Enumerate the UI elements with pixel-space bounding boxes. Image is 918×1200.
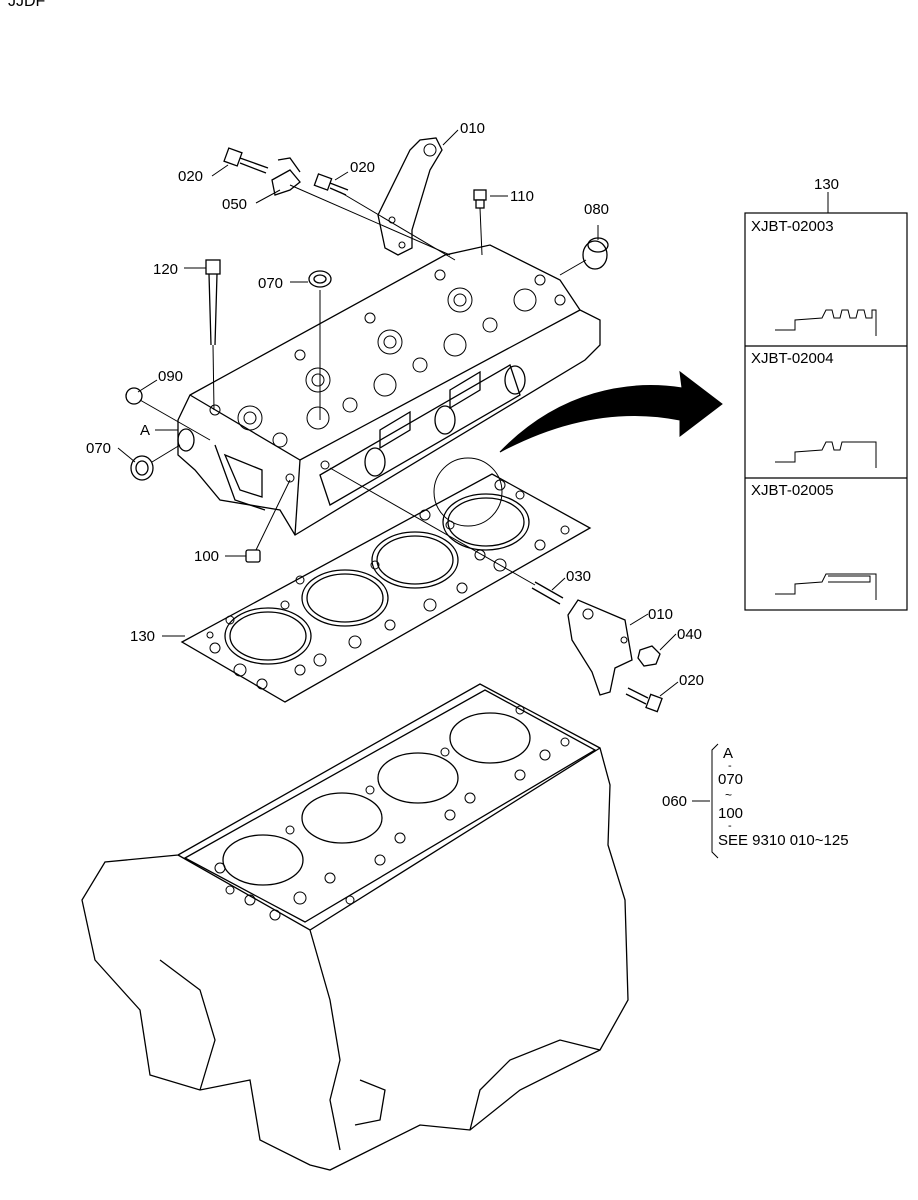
bolt-020-b — [313, 173, 349, 196]
label-110: 110 — [510, 188, 534, 205]
label-020-a: 020 — [178, 168, 203, 185]
label-090: 090 — [158, 368, 183, 385]
label-030: 030 — [566, 568, 591, 585]
block-water-holes — [214, 705, 570, 921]
label-A: A — [140, 422, 150, 439]
variant-code-2: XJBT-02004 — [751, 350, 834, 367]
gasket-holes — [206, 479, 570, 690]
label-130-left: 130 — [130, 628, 155, 645]
seal-070-top — [308, 270, 332, 288]
gasket-variant-table: XJBT-02003 XJBT-02004 XJBT-02005 — [744, 212, 908, 611]
nut-040 — [637, 645, 661, 667]
label-020-right: 020 — [679, 672, 704, 689]
bolt-120 — [205, 259, 221, 346]
cap-080 — [582, 237, 609, 270]
label-020-b: 020 — [350, 159, 375, 176]
engine-block — [81, 683, 629, 1171]
bolt-020-right — [625, 687, 663, 713]
variant-code-1: XJBT-02003 — [751, 218, 834, 235]
clip-050 — [271, 157, 301, 196]
header-code: JJDF — [8, 0, 46, 10]
label-040: 040 — [677, 626, 702, 643]
cylinder-head — [177, 244, 601, 536]
label-130-top: 130 — [814, 176, 839, 193]
note-line-100: 100 — [718, 805, 743, 822]
variant-profile-3 — [775, 573, 877, 600]
note-line-see: SEE 9310 010~125 — [718, 832, 849, 849]
plug-100 — [245, 549, 261, 563]
variant-profile-1 — [775, 309, 877, 336]
label-050: 050 — [222, 196, 247, 213]
note-line-070: 070 — [718, 771, 743, 788]
label-120: 120 — [153, 261, 178, 278]
variant-profile-2 — [775, 441, 877, 468]
label-070-left: 070 — [86, 440, 111, 457]
head-gasket — [180, 473, 592, 703]
label-080: 080 — [584, 201, 609, 218]
seal-070-left — [130, 455, 154, 481]
label-010-right: 010 — [648, 606, 673, 623]
note-sep-1: - — [728, 760, 732, 772]
plug-110 — [473, 189, 487, 209]
lifting-bracket-right — [567, 599, 633, 696]
label-100: 100 — [194, 548, 219, 565]
note-sep-2: ~ — [725, 788, 732, 802]
label-060: 060 — [662, 793, 687, 810]
head-ports — [209, 269, 566, 483]
label-010-top: 010 — [460, 120, 485, 137]
leader-lines — [117, 129, 829, 802]
detail-callout — [433, 370, 723, 527]
variant-code-3: XJBT-02005 — [751, 482, 834, 499]
note-line-A: A — [723, 745, 733, 762]
group-note-060: A - 070 ~ 100 - SEE 9310 010~125 — [711, 743, 849, 859]
note-sep-3: - — [728, 820, 732, 832]
bolt-020-a — [223, 147, 269, 174]
label-070-top: 070 — [258, 275, 283, 292]
stud-030 — [531, 581, 564, 605]
